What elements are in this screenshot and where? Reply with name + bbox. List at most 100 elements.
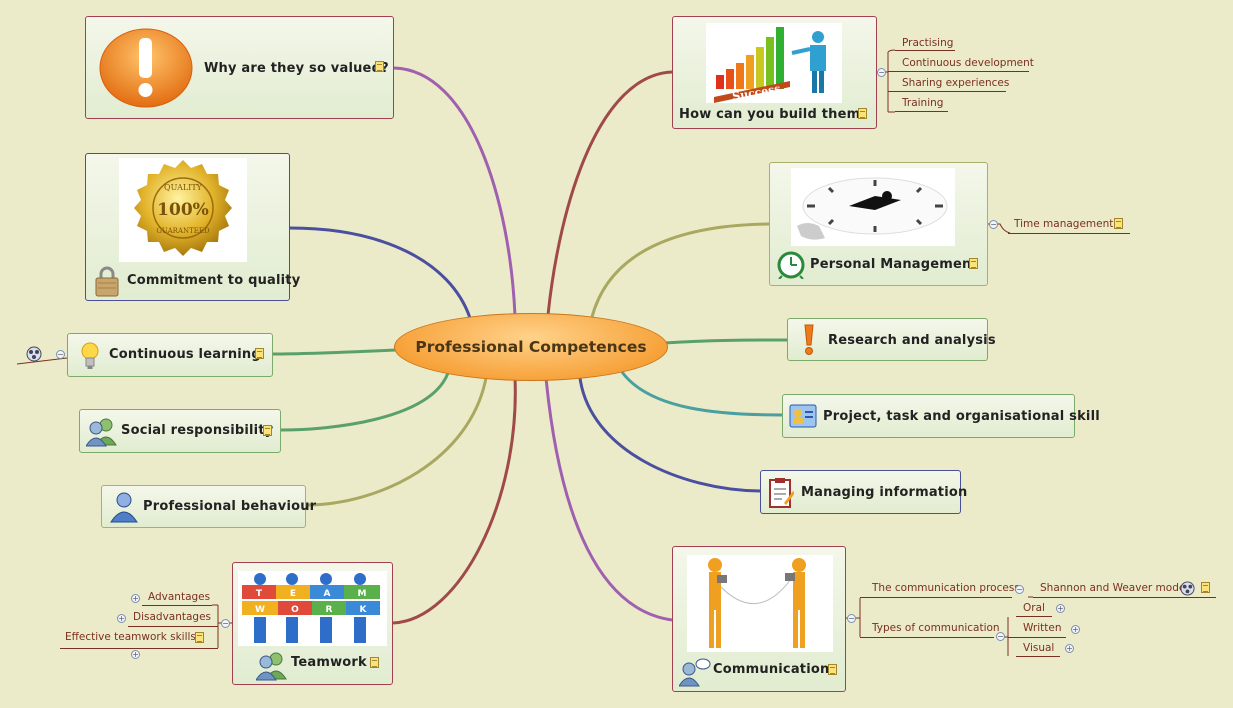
team-letter: W [255,605,265,615]
collapse-toggle[interactable]: − [877,68,886,77]
note-icon[interactable] [1114,218,1123,229]
expand-toggle[interactable]: + [1065,644,1074,653]
topic-build[interactable]: Success How can you build them? [672,16,877,129]
subtopic-advantages[interactable]: Advantages [148,591,211,603]
branch-project [620,371,783,417]
quality-seal-percent-text: 100% [157,200,209,220]
collapse-toggle[interactable]: − [847,614,856,623]
subtopic-underline [1016,616,1052,617]
subtopic-underline [128,626,218,627]
topic-personal[interactable]: Personal Management [769,162,988,286]
topic-label: How can you build them? [679,107,869,122]
topic-label: Continuous learning [109,347,261,362]
topic-label: Social responsibility [121,423,274,438]
subtopic-continuous-development[interactable]: Continuous development [902,57,1034,69]
topic-behaviour[interactable]: Professional behaviour [101,485,316,528]
note-icon[interactable] [1201,582,1210,593]
central-topic[interactable]: Professional Competences [394,313,668,381]
subtopic-disadvantages[interactable]: Disadvantages [133,611,212,623]
subtopic-underline [888,71,1029,72]
branch-managing [578,377,761,493]
expand-toggle[interactable]: + [117,614,126,623]
people-icon [255,651,288,681]
subtopic-shannon-weaver[interactable]: Shannon and Weaver model [1040,582,1189,594]
team-letter: T [256,589,263,599]
lock-icon [95,265,119,297]
topic-label: Project, task and organisational skill [823,409,1100,424]
people-talking-icon [678,657,711,687]
subtopic-underline [1016,656,1060,657]
note-icon[interactable] [195,632,204,643]
subtopic-written[interactable]: Written [1023,622,1062,634]
subtopic-underline [1008,233,1130,234]
id-card-icon [789,404,817,428]
branch-communication [544,377,673,622]
subtopic-underline [60,648,218,649]
subtopic-visual[interactable]: Visual [1023,642,1055,654]
topic-continuous-learning[interactable]: Continuous learning [67,333,273,377]
collapse-toggle[interactable]: − [56,350,65,359]
quality-seal-image: QUALITY 100% GUARANTEED [119,158,247,262]
subtopic-training[interactable]: Training [902,97,944,109]
clipboard-icon [768,477,795,509]
note-icon[interactable] [969,258,978,269]
topic-managing[interactable]: Managing information [760,470,967,514]
topic-label: Research and analysis [828,333,996,348]
subtopic-underline [895,111,948,112]
branch-behaviour [305,377,488,507]
expand-toggle[interactable]: + [131,650,140,659]
subtopic-time-management[interactable]: Time management [1014,218,1114,230]
topic-commitment[interactable]: QUALITY 100% GUARANTEED Commitment to qu… [85,153,300,301]
subtopic-practising[interactable]: Practising [902,37,954,49]
person-icon [109,491,139,523]
topic-research[interactable]: Research and analysis [787,318,996,361]
note-icon[interactable] [370,657,379,668]
film-reel-icon [1180,581,1195,596]
collapse-toggle[interactable]: − [1015,585,1024,594]
topic-communication[interactable]: Communication [672,546,846,692]
quality-seal-top-text: QUALITY [164,183,203,192]
note-icon[interactable] [828,664,837,675]
note-icon[interactable] [375,61,384,72]
topic-label: Communication [713,662,830,677]
exclamation-mark-icon [804,324,814,356]
team-letter: M [358,589,367,599]
collapse-toggle[interactable]: − [996,632,1005,641]
collapse-toggle[interactable]: − [221,619,230,628]
subtopic-underline [1033,597,1216,598]
subtopic-underline [860,597,1012,598]
people-icon [85,417,118,447]
branch-why-valued [393,66,517,317]
team-letter: R [326,605,333,615]
expand-toggle[interactable]: + [1056,604,1065,613]
note-icon[interactable] [255,348,264,359]
collapse-toggle[interactable]: − [989,220,998,229]
subtopic-types-communication[interactable]: Types of communication [872,622,1000,634]
subtopic-effective-skills[interactable]: Effective teamwork skills [65,631,196,643]
topic-label: Managing information [801,485,968,500]
lightbulb-icon [80,341,100,371]
topic-label: Why are they so valued? [204,61,389,76]
team-letter: O [291,605,299,615]
expand-toggle[interactable]: + [131,594,140,603]
expand-toggle[interactable]: + [1071,625,1080,634]
topic-project[interactable]: Project, task and organisational skill [782,394,1100,438]
note-icon[interactable] [858,108,867,119]
topic-social[interactable]: Social responsibility [79,409,281,453]
subtopic-underline [895,50,955,51]
subtopic-underline [860,637,994,638]
subtopic-oral[interactable]: Oral [1023,602,1045,614]
branch-teamwork [392,377,517,625]
branch-commitment [289,226,472,319]
topic-teamwork[interactable]: T E A M W O R K Teamwork [232,562,393,685]
quality-seal-bottom-text: GUARANTEED [156,227,210,235]
note-icon[interactable] [263,425,272,436]
subtopic-sharing-experiences[interactable]: Sharing experiences [902,77,1010,89]
topic-label: Personal Management [810,257,978,272]
subtopic-communication-process[interactable]: The communication process [872,582,1020,594]
topic-why-valued[interactable]: Why are they so valued? [85,16,394,119]
branch-research [663,338,788,345]
team-letter: K [360,605,368,615]
communication-image [687,555,833,652]
